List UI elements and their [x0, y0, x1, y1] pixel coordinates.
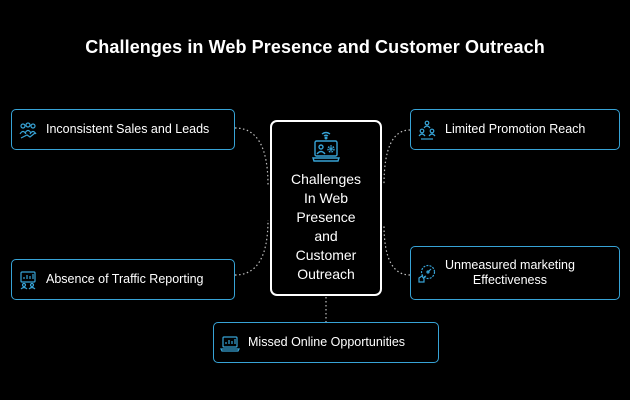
challenge-label: Inconsistent Sales and Leads: [46, 122, 210, 136]
challenge-inconsistent-sales: Inconsistent Sales and Leads: [11, 109, 235, 150]
connector-top-right: [383, 129, 411, 186]
laptop-settings-icon: [312, 131, 340, 162]
challenge-traffic-reporting: Absence of Traffic Reporting: [11, 259, 235, 300]
center-topic-card: Challenges In Web Presence and Customer …: [270, 120, 382, 296]
label-line: Effectiveness: [472, 273, 548, 287]
challenge-missed-opportunities: Missed Online Opportunities: [213, 322, 439, 363]
center-line: Challenges: [290, 171, 362, 187]
laptop-chart-icon: [220, 335, 240, 352]
center-line: Customer: [295, 247, 357, 263]
challenge-label: Limited Promotion Reach: [445, 122, 586, 136]
team-target-icon: [418, 120, 436, 140]
report-board-icon: [20, 270, 36, 289]
marketing-gauge-icon: [418, 264, 436, 283]
connector-bottom-right: [383, 224, 411, 276]
challenge-limited-promotion: Limited Promotion Reach: [410, 109, 620, 150]
center-line: In Web: [303, 190, 349, 206]
center-topic-label: Challenges In Web Presence and Customer …: [276, 170, 376, 284]
challenge-label: Absence of Traffic Reporting: [46, 272, 204, 286]
connector-top-left: [234, 127, 269, 186]
center-line: Presence: [296, 209, 356, 225]
connector-bottom-left: [234, 219, 269, 276]
challenge-label: Missed Online Opportunities: [248, 335, 406, 349]
center-line: and: [314, 228, 338, 244]
page-title: Challenges in Web Presence and Customer …: [85, 37, 545, 57]
center-line: Outreach: [297, 266, 355, 282]
label-line: Unmeasured marketing: [445, 258, 575, 272]
people-growth-icon: [19, 121, 37, 139]
challenge-label: Unmeasured marketing Effectiveness: [445, 258, 575, 288]
challenge-unmeasured-marketing: Unmeasured marketing Effectiveness: [410, 246, 620, 300]
